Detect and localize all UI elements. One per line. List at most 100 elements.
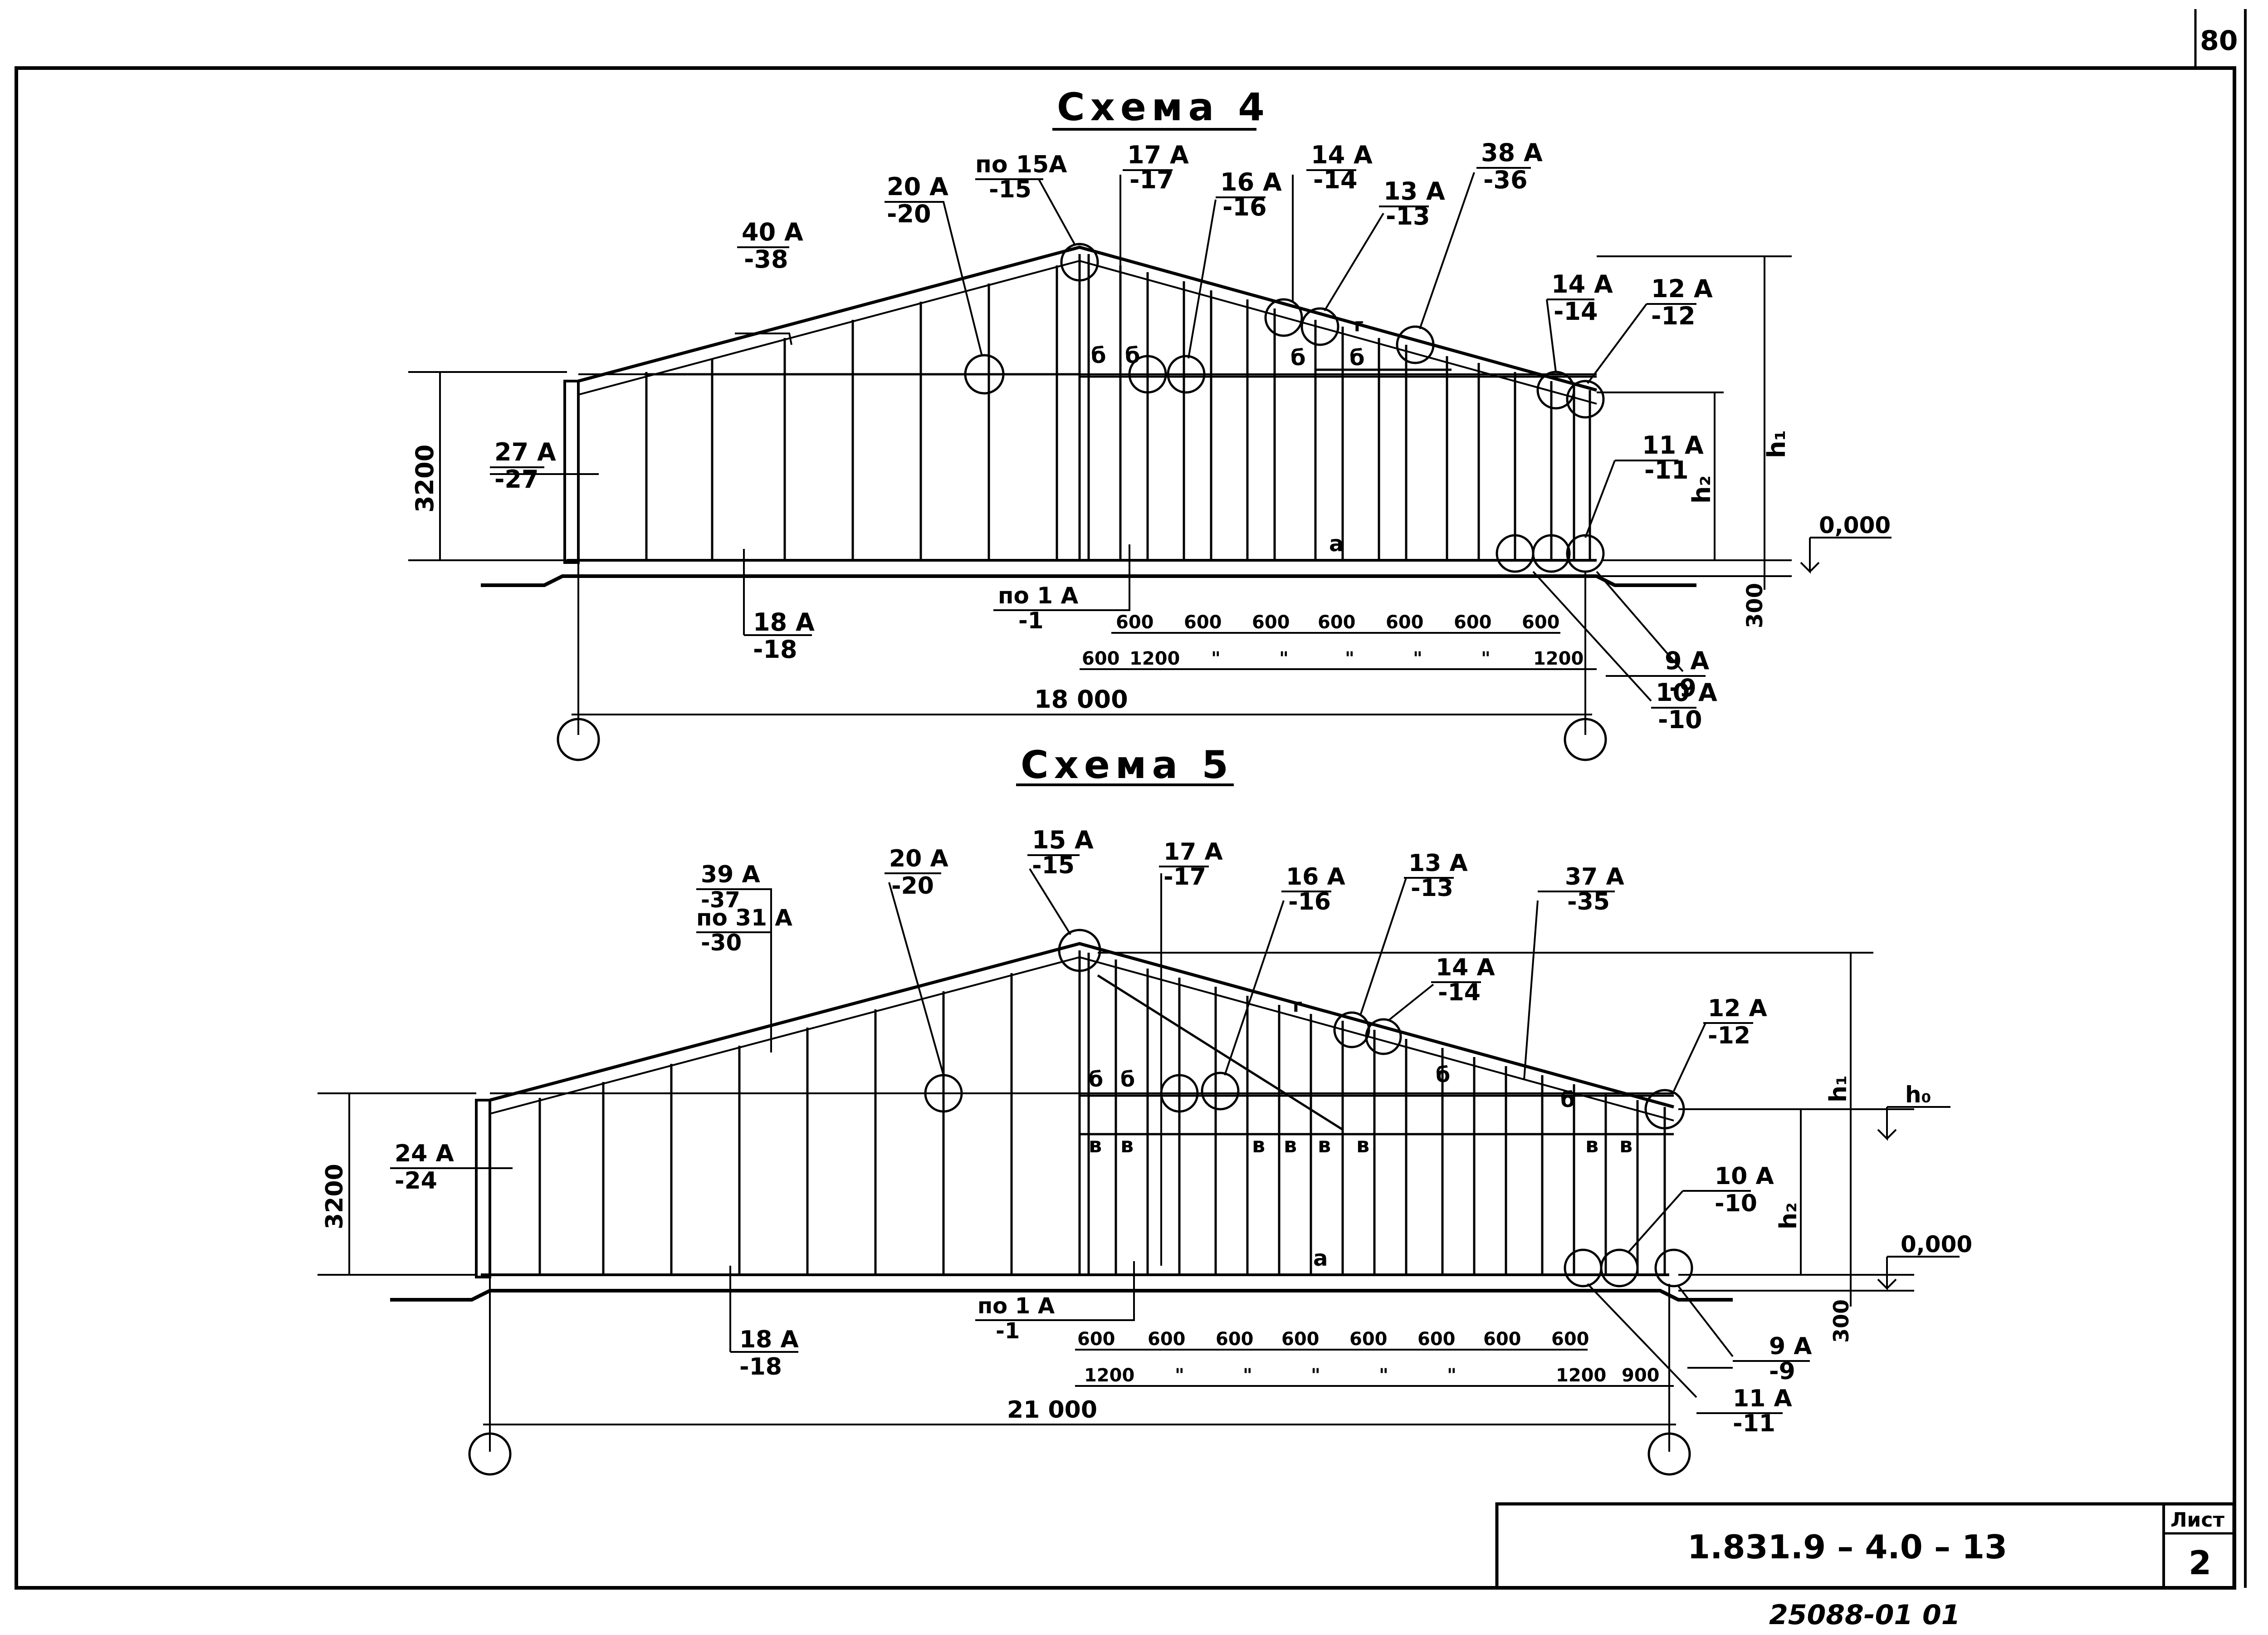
svg-text:-30: -30	[701, 930, 742, 956]
scheme-5-callout-15: 15 А -15	[1027, 826, 1094, 879]
svg-text:в: в	[1089, 1133, 1102, 1157]
svg-text:18 А: 18 А	[739, 1326, 799, 1353]
scheme-5-callout-13: 13 А -13	[1404, 850, 1468, 902]
scheme-5-spacing-600: 600 600 600 600 600 600 600 600	[1075, 1329, 1589, 1351]
svg-text:": "	[1211, 648, 1221, 669]
svg-text:12 А: 12 А	[1708, 995, 1767, 1022]
scheme-5-callout-39: 39 А -37	[696, 861, 771, 913]
svg-text:38 А: 38 А	[1481, 138, 1543, 167]
scheme-5-member-letters: б б в в в в в в в в б б г а	[1089, 995, 1633, 1271]
svg-text:-1: -1	[996, 1318, 1020, 1344]
scheme-4-callout-15: по 15А -15	[975, 151, 1067, 203]
scheme-4-spacing-600: 600 600 600 600 600 600 600	[1111, 612, 1560, 634]
svg-text:а: а	[1329, 531, 1344, 557]
page-number: 80	[2200, 25, 2238, 57]
svg-text:-15: -15	[1032, 852, 1075, 879]
scheme-4-roof	[578, 245, 1597, 392]
svg-text:37 А: 37 А	[1565, 863, 1624, 891]
svg-text:13 А: 13 А	[1383, 177, 1445, 206]
svg-text:-14: -14	[1554, 297, 1598, 326]
scheme-4-callout-13: 13 А -13	[1379, 177, 1445, 230]
scheme-5-callout-18: 18 А -18	[730, 1326, 799, 1380]
svg-text:600: 600	[1252, 612, 1290, 633]
svg-text:600: 600	[1077, 1329, 1115, 1350]
svg-text:": "	[1243, 1365, 1252, 1386]
scheme-4-height-dimension: 3200	[408, 371, 567, 561]
scheme-4-callout-12: 12 А -12	[1647, 274, 1713, 330]
scheme-5-callout-31: по 31 А -30	[696, 905, 792, 956]
svg-text:-15: -15	[989, 176, 1031, 203]
svg-text:600: 600	[1184, 612, 1222, 633]
scheme-5-span: 21 000	[468, 1277, 1691, 1476]
svg-text:г: г	[1293, 995, 1302, 1016]
svg-text:-38: -38	[744, 245, 788, 274]
scheme-5-title: Схема 5	[1021, 743, 1234, 787]
svg-text:12 А: 12 А	[1651, 274, 1713, 303]
title-block: 1.831.9 – 4.0 – 13 Лист 2	[1495, 1502, 2236, 1590]
svg-text:-20: -20	[891, 872, 934, 900]
scheme-4-callout-40: 40 А -38	[737, 218, 803, 274]
svg-text:в: в	[1252, 1133, 1265, 1157]
document-code: 1.831.9 – 4.0 – 13	[1687, 1528, 2007, 1566]
svg-text:в: в	[1356, 1133, 1369, 1157]
scheme-4-level: 0,000	[1819, 512, 1891, 538]
svg-text:600: 600	[1116, 612, 1154, 633]
svg-text:13 А: 13 А	[1408, 850, 1468, 877]
svg-text:": "	[1279, 648, 1289, 669]
svg-text:600: 600	[1318, 612, 1356, 633]
svg-text:-12: -12	[1708, 1022, 1750, 1049]
scheme-5-axis-right-bubble	[1647, 1432, 1691, 1476]
svg-text:1200: 1200	[1129, 648, 1180, 669]
svg-text:3200: 3200	[411, 445, 439, 513]
scheme-5-right-dimensions: h₁ h₂ 300 h₀ 0,000	[1098, 952, 1972, 1343]
scheme-4-studs-left	[645, 265, 1058, 560]
scheme-4-h2: h₂	[1687, 475, 1716, 504]
svg-text:-18: -18	[739, 1353, 782, 1380]
svg-text:-14: -14	[1438, 979, 1481, 1006]
svg-text:-20: -20	[887, 200, 931, 228]
svg-text:600: 600	[1148, 1329, 1186, 1350]
svg-text:в: в	[1585, 1133, 1598, 1157]
scheme-5-callout-11: 11 А -11	[1696, 1385, 1792, 1437]
svg-text:-16: -16	[1288, 888, 1331, 915]
svg-text:600: 600	[1551, 1329, 1589, 1350]
scheme-5-callout-37: 37 А -35	[1538, 863, 1624, 915]
svg-text:-9: -9	[1769, 1358, 1795, 1385]
svg-text:11 А: 11 А	[1642, 431, 1704, 460]
scheme-4-callout-20: 20 А -20	[885, 172, 948, 228]
scheme-4-callout-18: 18 А -18	[744, 608, 815, 664]
svg-text:20 А: 20 А	[887, 172, 948, 201]
svg-text:": "	[1175, 1365, 1184, 1386]
sheet-frame	[15, 66, 2236, 1590]
svg-text:600: 600	[1216, 1329, 1254, 1350]
svg-text:600: 600	[1483, 1329, 1521, 1350]
svg-text:-36: -36	[1483, 166, 1528, 194]
svg-text:-1: -1	[1018, 607, 1044, 634]
svg-text:в: в	[1318, 1133, 1331, 1157]
svg-text:по 1 А: по 1 А	[978, 1293, 1055, 1319]
svg-text:-11: -11	[1733, 1410, 1775, 1437]
svg-text:600: 600	[1281, 1329, 1320, 1350]
svg-text:9 А: 9 А	[1665, 646, 1709, 675]
scheme-4-callout-38: 38 А -36	[1476, 138, 1543, 194]
scheme-4-callout-17: 17 А -17	[1123, 141, 1189, 194]
svg-text:": "	[1447, 1365, 1457, 1386]
svg-text:-14: -14	[1313, 166, 1358, 194]
svg-text:3200: 3200	[321, 1164, 348, 1229]
svg-text:600: 600	[1522, 612, 1560, 633]
svg-text:27 А: 27 А	[494, 438, 556, 466]
scheme-5-h2: h₂	[1775, 1202, 1802, 1229]
svg-text:900: 900	[1622, 1365, 1660, 1386]
svg-text:по 15А: по 15А	[975, 151, 1067, 178]
scheme-4-callout-10: 10 А -10	[1651, 678, 1717, 734]
svg-text:10 А: 10 А	[1715, 1163, 1774, 1190]
svg-text:а: а	[1313, 1246, 1328, 1271]
svg-text:-12: -12	[1651, 302, 1696, 330]
svg-text:15 А: 15 А	[1032, 826, 1094, 854]
svg-text:24 А: 24 А	[395, 1140, 454, 1167]
svg-text:б: б	[1560, 1087, 1575, 1112]
scheme-4-callout-14b: 14 А -14	[1547, 270, 1613, 326]
scheme-4-ground-line	[481, 574, 1696, 587]
scheme-5-callout-16: 16 А -16	[1281, 863, 1345, 915]
scheme-5-plinth: 300	[1829, 1299, 1853, 1343]
